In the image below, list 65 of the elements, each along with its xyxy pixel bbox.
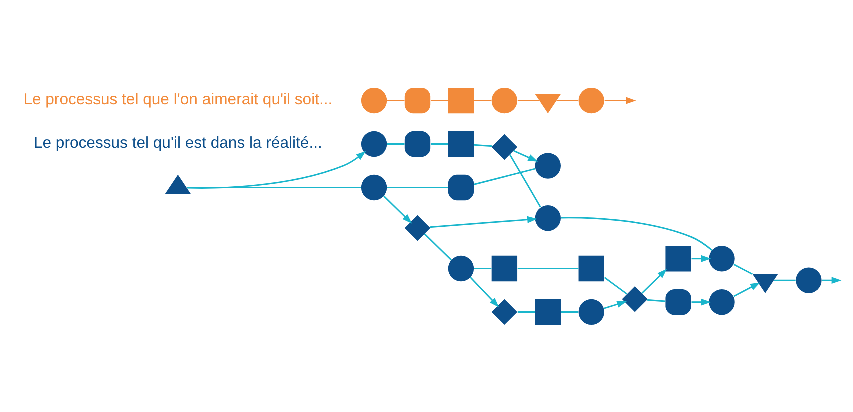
node-circle [796, 267, 822, 293]
node-box [535, 298, 561, 325]
connector [474, 100, 492, 102]
connector [774, 279, 796, 281]
arrow [734, 282, 761, 297]
node-circle [361, 87, 388, 114]
node-circle [709, 288, 735, 315]
connector [556, 100, 578, 102]
node-invtriangle [535, 94, 561, 114]
node-delay [448, 174, 474, 200]
label: Le processus tel que l'on aimerait qu'il soit... [24, 91, 333, 108]
connector [430, 100, 448, 102]
arrow [187, 150, 366, 188]
connector [474, 168, 536, 185]
connector [474, 268, 492, 269]
node-circle [361, 174, 388, 200]
node-diamond [492, 298, 518, 325]
node-box [448, 130, 474, 157]
connector [734, 263, 753, 275]
node-circle [448, 255, 474, 282]
node-box [578, 255, 604, 282]
connector [430, 143, 448, 144]
node-circle [578, 298, 604, 325]
connector [187, 186, 362, 188]
node-box [666, 246, 692, 272]
arrow [604, 300, 628, 309]
arrow [470, 276, 500, 308]
connector [424, 233, 452, 260]
arrow [430, 216, 538, 228]
connector [518, 268, 579, 269]
connector [561, 310, 579, 312]
connector [474, 144, 493, 147]
arrow [692, 298, 712, 306]
connector [518, 100, 540, 102]
connector [561, 216, 713, 251]
node-circle [492, 87, 518, 114]
connector [604, 276, 628, 294]
arrow [384, 195, 412, 224]
node-circle [361, 130, 388, 157]
connector [518, 310, 536, 312]
arrow [642, 268, 668, 294]
node-box [492, 255, 518, 282]
node-diamond [404, 214, 431, 241]
arrow [604, 96, 636, 104]
connector [647, 298, 666, 302]
node-circle [709, 246, 735, 272]
connector [509, 154, 542, 208]
node-diamond [492, 134, 518, 160]
node-triangle [165, 174, 192, 194]
node-circle [535, 205, 561, 231]
node-circle [535, 152, 561, 178]
node-box [448, 87, 474, 114]
node-delay [666, 288, 692, 315]
connector [387, 186, 448, 188]
node-invtriangle [752, 274, 778, 293]
node-diamond [622, 286, 648, 312]
connector [388, 143, 405, 144]
node-delay [404, 130, 431, 157]
connector [388, 100, 405, 102]
arrow [514, 150, 538, 162]
arrow [822, 276, 842, 284]
label: Le processus tel qu'il est dans la réalité... [34, 134, 322, 152]
node-delay [404, 87, 431, 114]
node-circle [578, 87, 604, 114]
arrow [692, 254, 712, 262]
